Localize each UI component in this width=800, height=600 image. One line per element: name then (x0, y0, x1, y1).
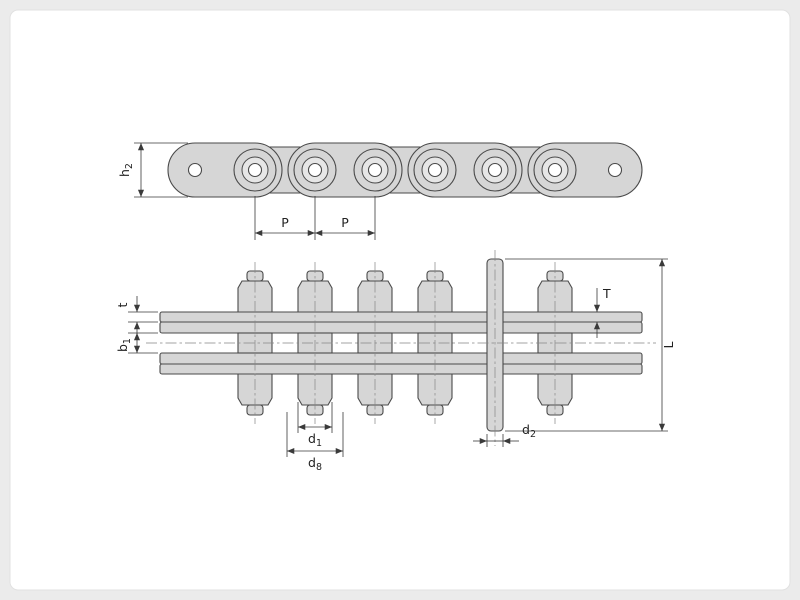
dim-label-b1: b1 (115, 338, 133, 352)
dim-label-d2: d2 (522, 422, 536, 440)
centerlines (146, 250, 656, 446)
roller (533, 148, 577, 192)
roller (473, 148, 517, 192)
dimension-T: T (593, 286, 611, 338)
dim-label-pitch-right: P (341, 215, 349, 230)
dim-label-T: T (602, 286, 611, 301)
dim-label-L: L (661, 341, 676, 348)
plan-view: t b1 T L d1 (115, 250, 676, 473)
outer-plate-edge-bottom (159, 363, 643, 375)
dimension-L: L (505, 258, 676, 432)
end-pin-hole (607, 162, 623, 178)
outer-plate-edge-top (159, 311, 643, 323)
roller (293, 148, 337, 192)
dimension-b1: b1 (115, 332, 158, 354)
dim-label-pitch-left: P (281, 215, 289, 230)
dim-label-d8: d8 (308, 455, 322, 473)
inner-plate-edge-bottom (159, 352, 643, 365)
dimension-t: t (115, 296, 158, 338)
end-pin-hole (187, 162, 203, 178)
dim-label-h2: h2 (117, 163, 135, 177)
dim-label-t: t (115, 302, 130, 307)
dim-label-d1: d1 (308, 431, 322, 449)
dimension-d1: d1 (297, 402, 333, 449)
dimension-h2: h2 (117, 142, 188, 198)
roller (233, 148, 277, 192)
drawing-canvas (9, 9, 791, 591)
dimension-d2: d2 (473, 422, 536, 447)
inner-plate-edge-top (159, 321, 643, 334)
dimension-d8: d8 (286, 412, 344, 473)
dimension-pitch: P P (254, 196, 376, 240)
side-view: h2 P P (117, 142, 643, 240)
roller (353, 148, 397, 192)
roller (413, 148, 457, 192)
